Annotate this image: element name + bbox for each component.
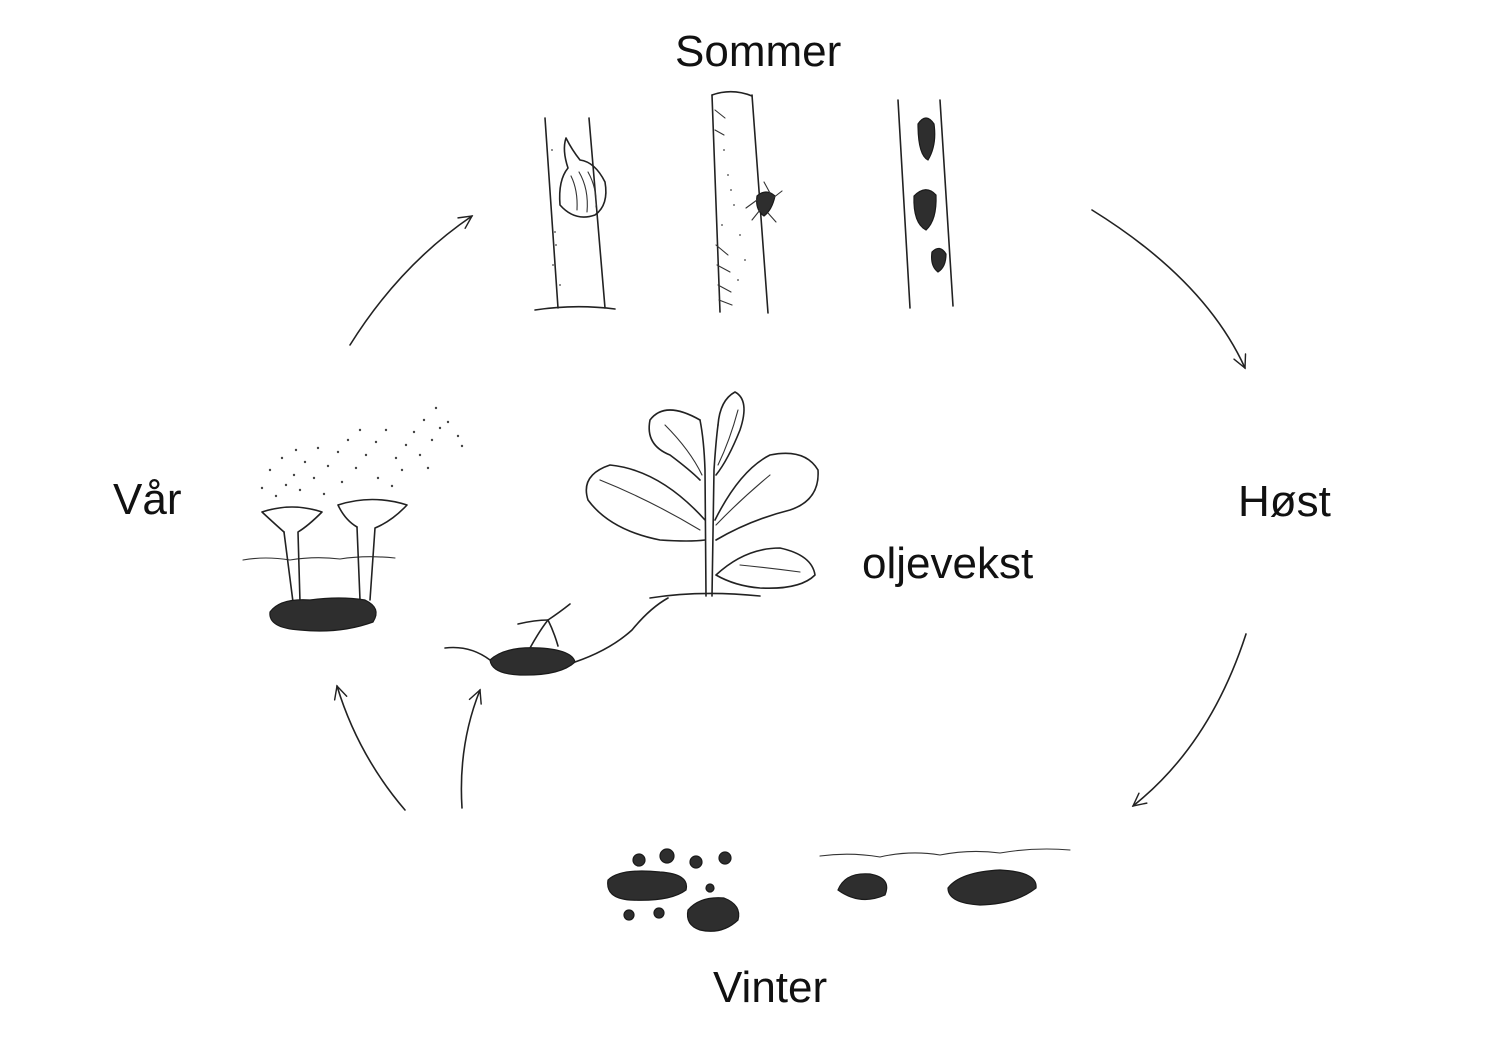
spring-apothecia [243, 500, 407, 632]
arrow-spring-to-summer [350, 216, 472, 345]
summer-stem-with-insect [712, 92, 782, 313]
arrow-autumn-to-winter [1133, 634, 1246, 806]
label-summer: Sommer [675, 30, 841, 74]
arrow-summer-to-autumn [1092, 210, 1245, 368]
spring-ascospores [261, 407, 463, 497]
arrow-winter-to-germination [461, 690, 480, 808]
germinating-sclerotium [445, 598, 668, 675]
summer-stem-with-sclerotia [898, 100, 953, 308]
summer-stem-with-apothecium [535, 118, 615, 310]
arrow-winter-to-spring [337, 686, 405, 810]
label-spring: Vår [113, 478, 181, 522]
label-autumn: Høst [1238, 480, 1331, 524]
label-winter: Vinter [713, 966, 827, 1010]
winter-sclerotia-in-soil [820, 849, 1070, 905]
winter-sclerotia-cluster [608, 849, 739, 931]
label-oilseed-crop: oljevekst [862, 542, 1033, 586]
oilseed-plant [586, 392, 818, 598]
